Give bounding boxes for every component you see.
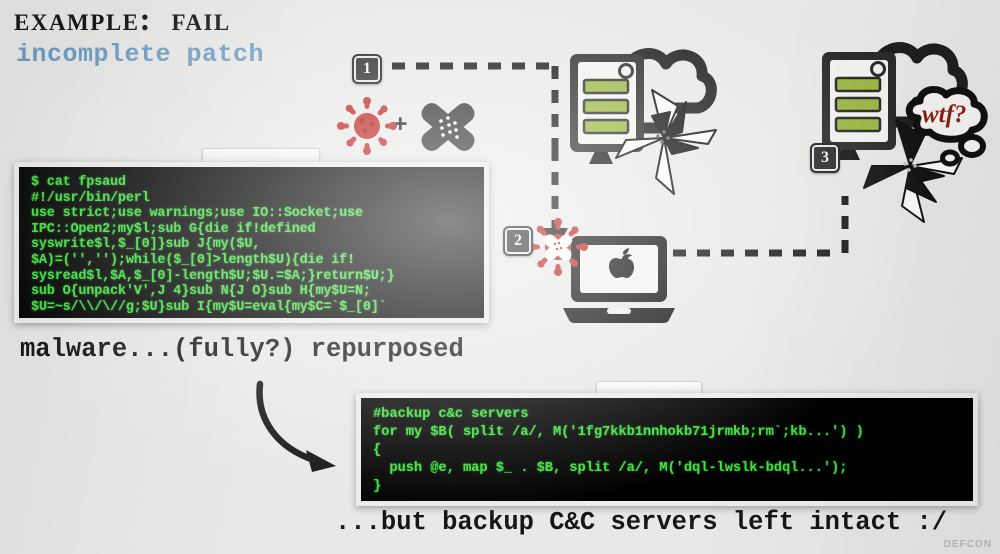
terminal-code-bottom: #backup c&c servers for my $B( split /a/… xyxy=(373,407,864,494)
virus-icon xyxy=(337,97,397,155)
terminal-title-tab-top xyxy=(202,148,320,166)
terminal-window-top: $ cat fpsaud #!/usr/bin/perl use strict;… xyxy=(14,148,489,323)
curved-arrow-icon xyxy=(256,380,336,472)
thought-bubble-icon: wtf? xyxy=(905,86,988,167)
step-badge-2: 2 xyxy=(503,226,533,256)
server-rack-icon xyxy=(570,54,644,152)
terminal-body-bottom: #backup c&c servers for my $B( split /a/… xyxy=(356,393,978,506)
terminal-window-bottom: #backup c&c servers for my $B( split /a/… xyxy=(356,381,978,506)
page-subtitle: incomplete patch xyxy=(16,40,265,69)
step-badge-1: 1 xyxy=(352,54,382,84)
caption-bottom: ...but backup C&C servers left intact :/ xyxy=(335,508,948,537)
laptop-apple-icon xyxy=(563,236,675,323)
defcon-watermark: DEFCON xyxy=(943,539,992,550)
page-title: Example: Fail xyxy=(14,2,231,38)
caption-middle: malware...(fully?) repurposed xyxy=(20,335,464,364)
burst-blocked-icon xyxy=(615,89,717,195)
terminal-body-top: $ cat fpsaud #!/usr/bin/perl use strict;… xyxy=(14,162,489,323)
plus-symbol: + xyxy=(393,110,408,138)
terminal-code-top: $ cat fpsaud #!/usr/bin/perl use strict;… xyxy=(31,175,395,315)
server-rack-icon-right xyxy=(822,52,896,150)
virus-patched-icon xyxy=(528,218,588,276)
thought-bubble-text: wtf? xyxy=(922,101,966,128)
step-badge-3: 3 xyxy=(810,143,840,173)
bandage-icon xyxy=(421,103,475,151)
